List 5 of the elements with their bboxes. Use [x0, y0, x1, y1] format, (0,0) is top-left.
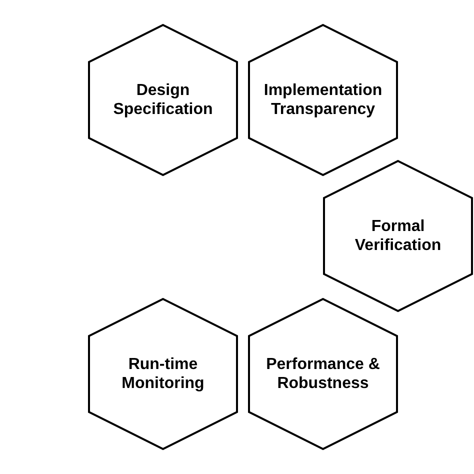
hexagon-label: Formal Verification	[354, 217, 442, 255]
hexagon-label: Run-time Monitoring	[120, 355, 206, 393]
hexagon-label: Performance & Robustness	[265, 355, 381, 393]
hexagon-label: Design Specification	[112, 81, 214, 119]
hexagon-label: Implementation Transparency	[262, 81, 384, 119]
